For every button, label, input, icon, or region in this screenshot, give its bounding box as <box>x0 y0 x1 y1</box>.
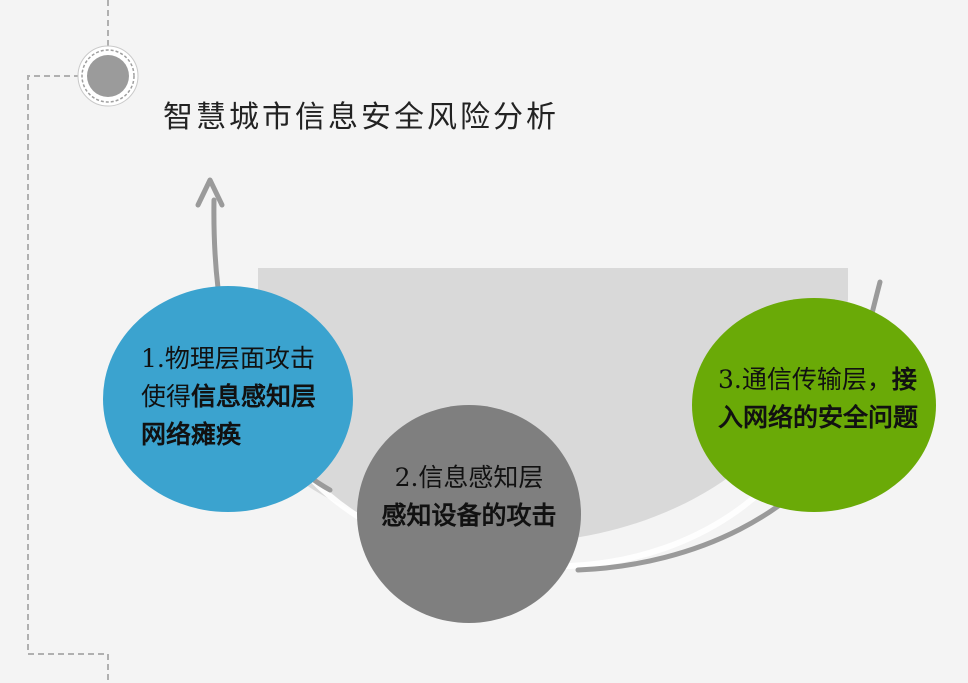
page-title: 智慧城市信息安全风险分析 <box>163 100 559 135</box>
arrow-up-icon <box>195 177 225 208</box>
bubble-transport-layer: 3.通信传输层，接入网络的安全问题 <box>692 298 936 512</box>
bubble-physical-layer-text: 1.物理层面攻击使得信息感知层网络瘫痪 <box>141 344 317 449</box>
top-node-icon <box>77 45 139 107</box>
dashed-frame-left <box>27 75 109 683</box>
bubble-perception-layer: 2.信息感知层感知设备的攻击 <box>357 405 581 623</box>
bubble-physical-layer: 1.物理层面攻击使得信息感知层网络瘫痪 <box>103 286 353 512</box>
bubble-transport-layer-text: 3.通信传输层，接入网络的安全问题 <box>718 365 919 432</box>
bubble-perception-layer-text: 2.信息感知层感知设备的攻击 <box>381 463 557 530</box>
